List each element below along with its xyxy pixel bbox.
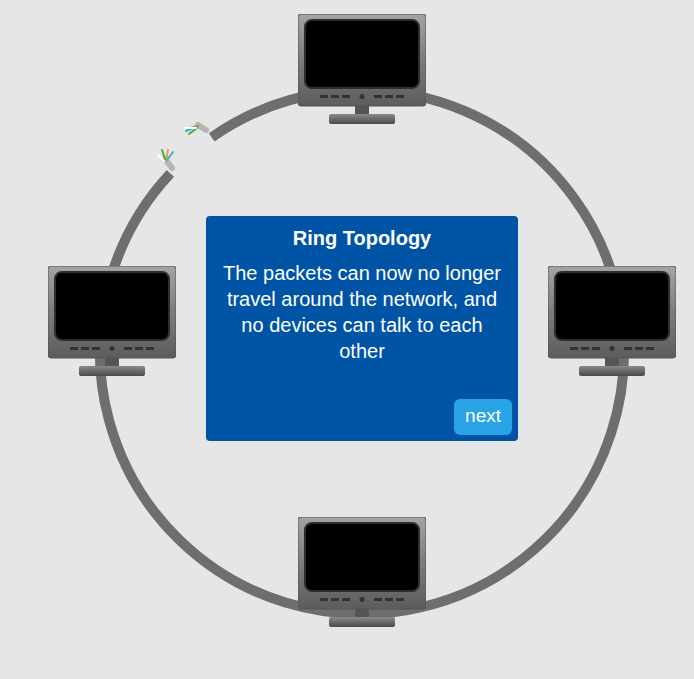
monitor bbox=[548, 266, 676, 376]
monitor bbox=[48, 266, 176, 376]
button-label: next bbox=[465, 405, 501, 427]
panel-title: Ring Topology bbox=[218, 226, 506, 250]
monitor bbox=[298, 517, 426, 627]
cable-break-end bbox=[185, 125, 206, 134]
panel-body: The packets can now no longer travel aro… bbox=[218, 260, 506, 364]
cable-break-end bbox=[158, 150, 173, 168]
next-button: next bbox=[454, 399, 512, 435]
monitor bbox=[298, 14, 426, 124]
info-panel: Ring TopologyThe packets can now no long… bbox=[206, 216, 518, 441]
